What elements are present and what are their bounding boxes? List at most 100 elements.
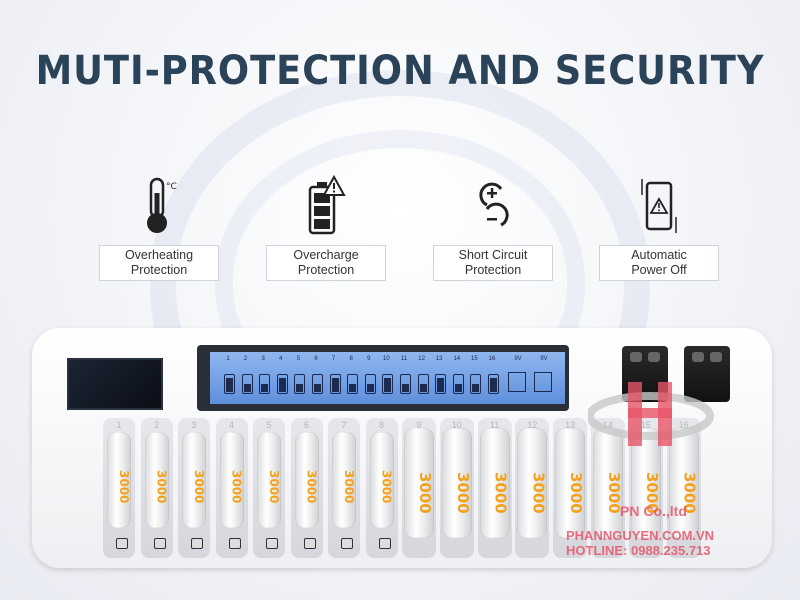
battery-brand-label: 3000 [154,470,169,504]
lcd-9v-label: 9V [514,356,522,362]
battery-brand-label: 3000 [529,472,548,514]
aa-battery: 3000 [257,432,281,528]
bay-number: 11 [489,420,500,430]
watermark-site: PHANNGUYEN.COM.VN [566,528,715,543]
lcd-slot-battery-icon [452,374,464,394]
feature-label: Overcharge Protection [266,245,386,281]
bay-contact [266,538,278,549]
plus-minus-icon [479,182,509,227]
feature-label: Automatic Power Off [599,245,719,281]
lcd-slot-number: 8 [349,356,353,362]
lcd-9v-battery-icon [534,372,552,392]
lcd-slot-number: 6 [314,356,318,362]
feature-label: Short Circuit Protection [433,245,553,281]
aa-battery: 3000 [630,428,661,538]
watermark-logo-text: PN Co.,ltd [620,503,687,519]
battery-brand-label: 3000 [453,472,472,514]
aa-battery: 3000 [517,428,548,538]
lcd-slot-battery-icon [488,374,499,394]
bay-number: 7 [341,420,347,430]
lcd-slot-battery-icon [276,374,288,394]
lcd-9v-label: 9V [540,356,548,362]
lcd-slot-battery-icon [400,374,411,394]
lcd-slot-number: 11 [400,356,408,362]
lcd-slot-number: 9 [367,356,371,362]
bay-contact [341,538,353,549]
lcd-slot-number: 3 [261,356,265,362]
lcd-slot-number: 13 [435,356,443,362]
battery-brand-label: 3000 [342,470,356,504]
feature-label-line2: Protection [130,263,188,277]
aa-battery: 3000 [369,432,394,528]
aa-battery: 3000 [219,432,244,528]
feature-label-line2: Protection [297,263,355,277]
battery-brand-label: 3000 [680,472,699,514]
battery-brand-label: 3000 [229,470,244,504]
battery-warning-icon [308,175,346,235]
lcd-slot-battery-icon [364,374,376,394]
lcd-slot-battery-icon [259,374,271,394]
temperature-unit: °C [166,182,177,192]
bay-contact [191,538,203,549]
feature-overheating: °C Overheating Protection [99,175,219,285]
battery-brand-label: 3000 [117,470,131,504]
bay-number: 16 [678,420,689,430]
bay-number: 3 [191,420,197,430]
aa-battery: 3000 [593,428,623,538]
lcd-slot-battery-icon [417,374,429,394]
feature-label-line1: Automatic [631,248,687,262]
lcd-slot-number: 12 [418,356,425,362]
lcd-slot-number: 5 [296,356,301,362]
aa-battery: 3000 [404,428,434,538]
battery-brand-label: 3000 [567,472,586,514]
battery-brand-label: 3000 [416,472,434,514]
bay-number: 8 [378,420,384,430]
thermometer-icon: °C [147,177,177,233]
bay-number: 10 [451,420,462,430]
lcd-slot-number: 10 [383,356,390,362]
aa-battery: 3000 [479,428,510,538]
lcd-slot-number: 1 [226,356,230,362]
lcd-slot-battery-icon [435,374,447,394]
feature-label-line2: Power Off [631,263,687,277]
bay-number: 4 [228,420,234,430]
bay-number: 14 [602,420,613,430]
bay-contact [378,538,391,549]
aa-battery: 3000 [182,432,206,528]
bay-number: 9 [416,420,422,430]
battery-brand-label: 3000 [267,470,281,504]
nine-volt-battery-right [684,346,730,402]
aa-battery: 3000 [441,428,472,538]
lcd-slot-number: 4 [279,356,283,362]
lcd-slot-battery-icon [382,374,394,394]
aa-battery: 3000 [294,432,319,528]
aa-battery: 3000 [332,432,356,528]
warning-battery-icon [641,179,677,233]
feature-short-circuit: Short Circuit Protection [433,175,553,285]
lcd-9v-battery-icon [508,372,526,392]
lcd-slot-battery-icon [470,374,482,394]
lcd-slot-battery-icon [347,374,359,394]
watermark-hotline: HOTLINE: 0988.235.713 [566,543,711,558]
bay-contact [153,538,166,549]
bay-contact [228,538,241,549]
bay-contact [116,538,128,549]
feature-label-line1: Overheating [124,248,194,262]
aa-battery: 3000 [107,432,131,528]
aa-battery: 3000 [555,428,586,538]
lcd-slot-number: 14 [453,356,461,362]
bay-number: 6 [303,420,309,430]
feature-label-line2: Protection [464,263,522,277]
lcd-slot-battery-icon [312,374,323,394]
lcd-slot-battery-icon [329,374,341,394]
battery-brand-label: 3000 [642,472,661,514]
company-logo-watermark [588,382,714,446]
battery-brand-label: 3000 [192,470,206,504]
lcd-slot-battery-icon [241,374,253,394]
bay-number: 13 [565,420,576,430]
feature-label: Overheating Protection [99,245,219,281]
bay-number: 5 [266,420,272,430]
bay-number: 2 [153,420,159,430]
feature-auto-power-off: Automatic Power Off [599,175,719,285]
lcd-slot-number: 7 [331,356,336,362]
